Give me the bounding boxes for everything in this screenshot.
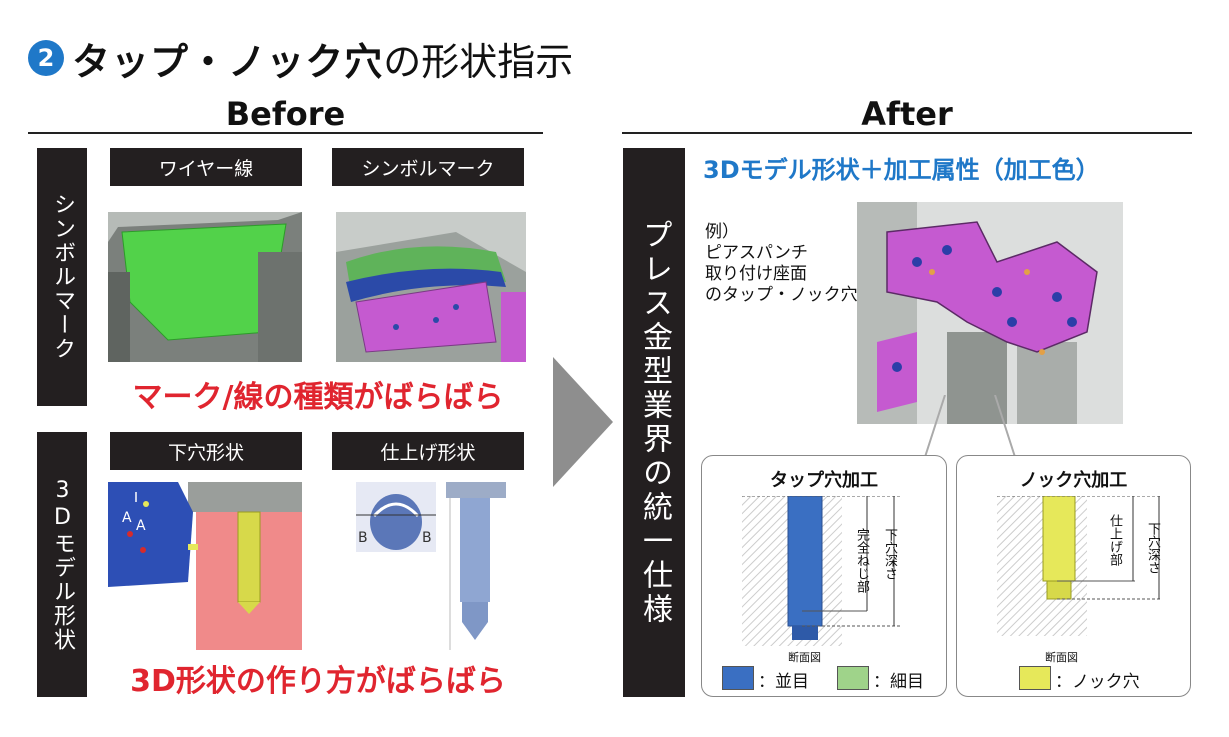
label-pilot-hole-shape: 下穴形状 (110, 432, 302, 470)
tap-hole-panel: タップ穴加工 完全ねじ部 下穴深さ 断面図 ：並目 ：細目 (701, 455, 947, 697)
pilot-hole-image: A A (108, 482, 302, 650)
row2-side-label: 3Dモデル形状 (37, 432, 87, 697)
before-header-rule (28, 132, 543, 134)
after-header-rule (622, 132, 1192, 134)
marker-a2: A (136, 518, 146, 534)
tap-section-label: 断面図 (788, 651, 821, 664)
after-subtitle: 3Dモデル形状＋加工属性（加工色） (703, 156, 1100, 184)
finish-shape-image: B B (356, 482, 436, 552)
title-bold-text: タップ・ノック穴 (72, 39, 384, 84)
legend-coarse-swatch (722, 666, 754, 690)
arrow-right-icon (553, 357, 613, 487)
row1-side-label: シンボルマーク (37, 148, 87, 406)
finish-pin-image (446, 482, 506, 650)
row1-caption: マーク/線の種類がばらばら (132, 380, 504, 415)
after-header: After (861, 95, 953, 133)
label-symbol-mark: シンボルマーク (332, 148, 524, 186)
knock-finish-dim: 仕上げ部 (1107, 514, 1122, 566)
page-title: 2 タップ・ノック穴 の形状指示 (28, 30, 573, 86)
before-header: Before (225, 95, 346, 133)
step-number-badge: 2 (28, 40, 64, 76)
knock-depth-dim: 下穴深さ (1145, 522, 1160, 574)
punch-seat-image (857, 202, 1123, 424)
title-normal-text: の形状指示 (383, 39, 574, 84)
tap-depth-dim: 下穴深さ (882, 528, 897, 580)
symbol-mark-image (336, 212, 526, 362)
legend-fine-label: ：細目 (873, 672, 924, 692)
wire-line-image (108, 212, 302, 362)
label-wire-line: ワイヤー線 (110, 148, 302, 186)
marker-b1: B (358, 530, 368, 546)
label-finish-shape: 仕上げ形状 (332, 432, 524, 470)
knock-panel-title: ノック穴加工 (1019, 470, 1128, 491)
marker-a1: A (122, 510, 132, 526)
row2-caption: 3D形状の作り方がばらばら (130, 664, 506, 699)
marker-b2: B (422, 530, 432, 546)
knock-hole-panel: ノック穴加工 仕上げ部 下穴深さ 断面図 ：ノック穴 (956, 455, 1191, 697)
knock-section-label: 断面図 (1045, 651, 1078, 664)
legend-knock-label: ：ノック穴 (1055, 672, 1140, 692)
example-note: 例） ピアスパンチ 取り付け座面 のタップ・ノック穴 (705, 222, 858, 305)
legend-fine-swatch (837, 666, 869, 690)
callout-lines (905, 395, 1045, 465)
tap-panel-title: タップ穴加工 (770, 470, 878, 491)
after-side-label: プレス金型業界の統一仕様 (623, 148, 685, 697)
tap-thread-dim: 完全ねじ部 (854, 528, 869, 593)
legend-knock-swatch (1019, 666, 1051, 690)
legend-coarse-label: ：並目 (758, 672, 809, 692)
